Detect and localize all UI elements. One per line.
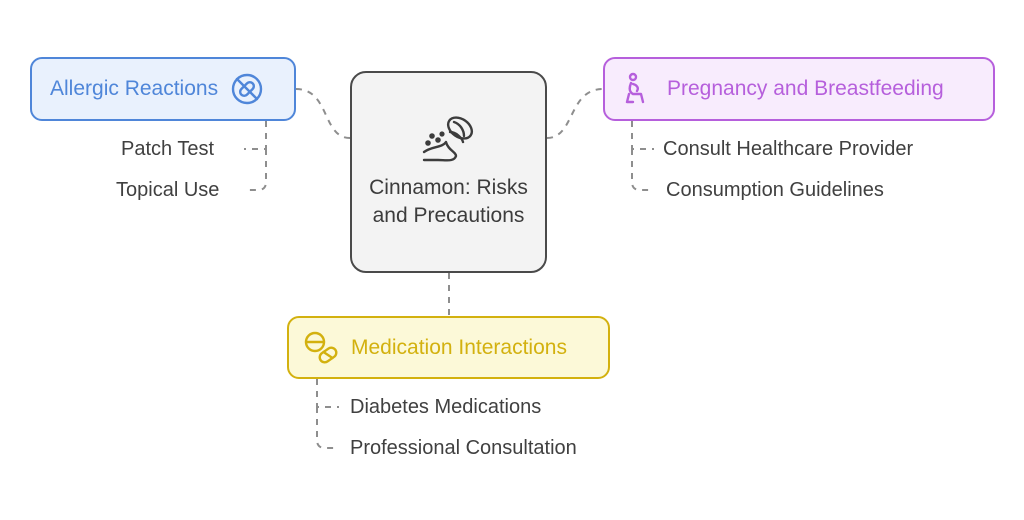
professional-consultation-item[interactable]: Professional Consultation: [350, 437, 577, 459]
allergic-reactions-label: Allergic Reactions: [50, 77, 219, 100]
allergic-reactions-node[interactable]: Allergic Reactions: [30, 57, 296, 121]
medication-interactions-node[interactable]: Medication Interactions: [287, 316, 610, 379]
pills-icon: [303, 330, 339, 366]
connector-diabetes-medications: [316, 379, 339, 408]
connector-professional-consultation: [316, 407, 339, 449]
consumption-guidelines-item[interactable]: Consumption Guidelines: [666, 179, 884, 201]
cinnamon-icon: [416, 110, 482, 170]
center-title: Cinnamon: Risks and Precautions: [369, 176, 528, 227]
connector-topical-use: [244, 149, 267, 191]
diabetes-medications-item[interactable]: Diabetes Medications: [350, 396, 542, 418]
patch-test-item[interactable]: Patch Test: [121, 138, 215, 160]
connector-allergic: [295, 88, 351, 139]
connector-patch-test: [244, 121, 267, 150]
center-node[interactable]: Cinnamon: Risks and Precautions: [350, 71, 547, 273]
connector-consult-provider: [631, 121, 654, 150]
medication-interactions-label: Medication Interactions: [351, 335, 567, 359]
consult-healthcare-provider-item[interactable]: Consult Healthcare Provider: [663, 138, 914, 160]
pregnant-person-icon: [621, 72, 651, 106]
connector-pregnancy: [546, 88, 604, 139]
no-pill-icon: [230, 72, 264, 106]
pregnancy-breastfeeding-node[interactable]: Pregnancy and Breastfeeding: [603, 57, 995, 121]
topical-use-item[interactable]: Topical Use: [116, 179, 220, 201]
connector-consumption-guidelines: [631, 149, 654, 191]
pregnancy-breastfeeding-label: Pregnancy and Breastfeeding: [667, 77, 944, 100]
